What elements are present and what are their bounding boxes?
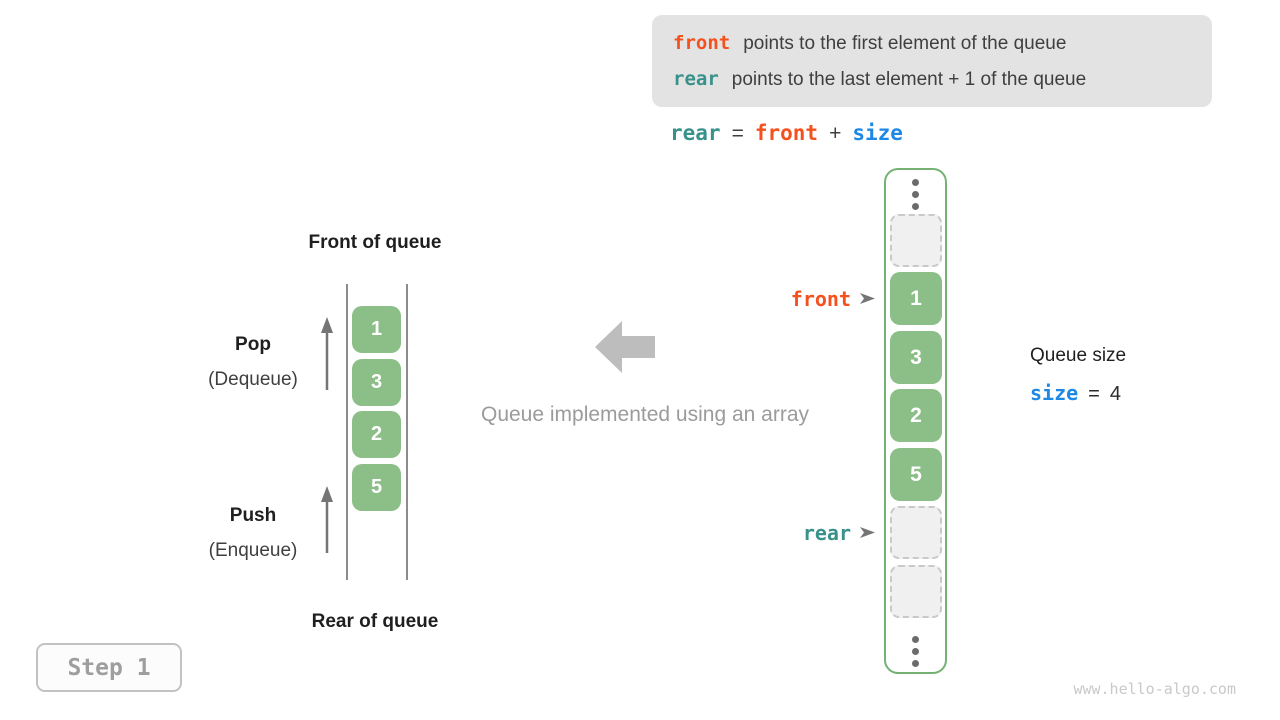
left-queue-cell: 1 bbox=[352, 306, 401, 353]
formula-size: size bbox=[852, 121, 903, 145]
push-subtitle: (Enqueue) bbox=[208, 540, 298, 561]
pop-up-arrow-icon bbox=[321, 317, 333, 390]
formula-front: front bbox=[754, 121, 819, 145]
array-cell-value: 3 bbox=[890, 331, 942, 384]
front-pointer-label: front bbox=[790, 286, 851, 311]
left-queue-cell: 2 bbox=[352, 411, 401, 458]
front-description: points to the first element of the queue bbox=[743, 33, 1067, 54]
ellipsis-top-icon bbox=[912, 179, 919, 210]
pop-label: Pop (Dequeue) bbox=[168, 334, 338, 391]
rear-description: points to the last element + 1 of the qu… bbox=[731, 69, 1087, 90]
size-equals: = bbox=[1088, 383, 1100, 405]
rear-of-queue-label: Rear of queue bbox=[311, 611, 439, 632]
front-pointer-arrow-icon bbox=[860, 293, 875, 304]
formula-plus: + bbox=[829, 122, 842, 145]
watermark: www.hello-algo.com bbox=[1073, 680, 1236, 698]
pop-subtitle: (Dequeue) bbox=[208, 369, 298, 390]
middle-caption: Queue implemented using an array bbox=[480, 403, 810, 426]
left-queue-cell: 5 bbox=[352, 464, 401, 511]
pointer-info-box: front points to the first element of the… bbox=[652, 15, 1212, 107]
queue-rail-left bbox=[346, 284, 348, 580]
front-code-token: front bbox=[673, 32, 731, 54]
rear-pointer-arrow-icon bbox=[860, 527, 875, 538]
queue-size-equation: size = 4 bbox=[1030, 381, 1121, 406]
array-cell-empty bbox=[890, 506, 942, 559]
info-row-front: front points to the first element of the… bbox=[673, 25, 1212, 61]
size-value: 4 bbox=[1109, 383, 1121, 405]
front-of-queue-label: Front of queue bbox=[308, 232, 442, 253]
formula-equals: = bbox=[731, 122, 744, 145]
queue-rail-right bbox=[406, 284, 408, 580]
pop-title: Pop bbox=[235, 334, 271, 355]
queue-size-label: Queue size bbox=[1030, 345, 1127, 366]
formula-rear: rear bbox=[670, 121, 721, 145]
rear-pointer-label: rear bbox=[802, 520, 851, 545]
array-cell-empty bbox=[890, 214, 942, 267]
front-pointer: front bbox=[791, 287, 876, 311]
rear-code-token: rear bbox=[673, 68, 719, 90]
array-cell-value: 5 bbox=[890, 448, 942, 501]
push-up-arrow-icon bbox=[321, 486, 333, 553]
rear-pointer: rear bbox=[803, 521, 876, 545]
size-code-token: size bbox=[1030, 381, 1079, 405]
push-label: Push (Enqueue) bbox=[168, 505, 338, 562]
step-badge: Step 1 bbox=[36, 643, 182, 692]
left-block-arrow-icon bbox=[595, 321, 655, 373]
push-title: Push bbox=[229, 505, 277, 526]
ellipsis-bottom-icon bbox=[912, 636, 919, 667]
array-cell-empty bbox=[890, 565, 942, 618]
left-queue-cell: 3 bbox=[352, 359, 401, 406]
pointer-formula: rear = front + size bbox=[670, 121, 903, 146]
array-cell-value: 1 bbox=[890, 272, 942, 325]
array-cell-value: 2 bbox=[890, 389, 942, 442]
info-row-rear: rear points to the last element + 1 of t… bbox=[673, 61, 1212, 97]
